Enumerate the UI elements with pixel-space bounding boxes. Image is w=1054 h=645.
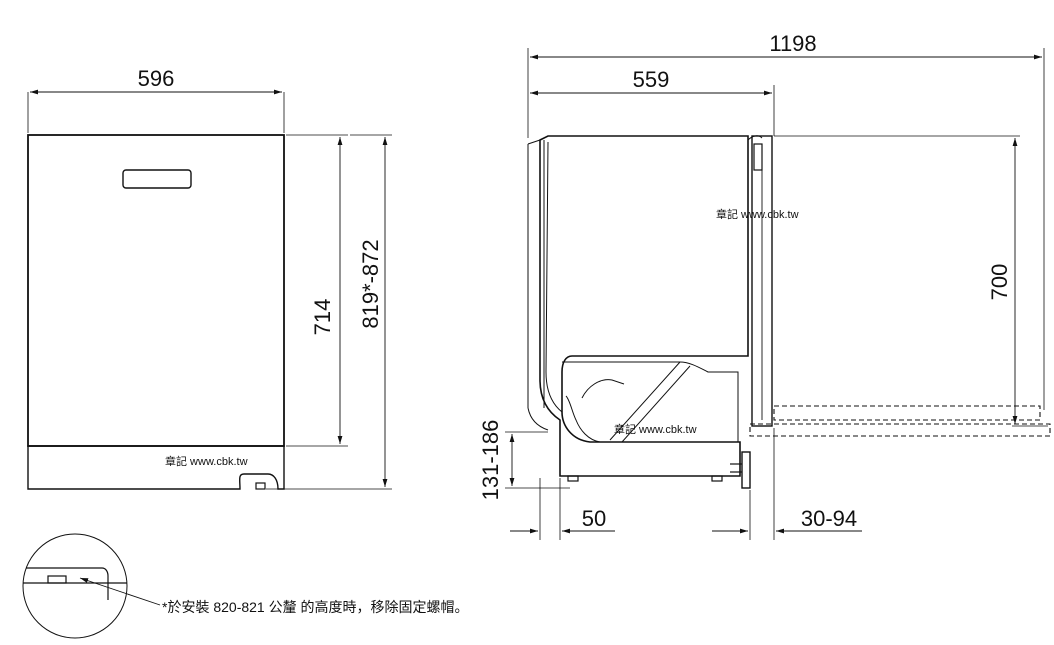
front-total-height-label: 819*-872 bbox=[358, 239, 383, 328]
side-overall-depth-label: 1198 bbox=[769, 31, 816, 56]
open-door-outline bbox=[773, 405, 1041, 421]
front-watermark: 章記 www.cbk.tw bbox=[165, 454, 248, 468]
plinth-adjuster bbox=[741, 451, 751, 489]
side-cabinet-body bbox=[539, 135, 749, 477]
side-plinth-label: 30-94 bbox=[801, 506, 857, 531]
detail-view bbox=[22, 533, 161, 639]
side-foot-front bbox=[567, 475, 579, 482]
tub-lower bbox=[562, 361, 739, 443]
side-view bbox=[505, 48, 1051, 540]
open-door-panel bbox=[749, 423, 1051, 437]
detail-leader-line bbox=[79, 577, 161, 606]
side-leg-adjust-label: 131-186 bbox=[478, 420, 503, 501]
detail-circle bbox=[22, 533, 128, 639]
side-open-door-height-label: 700 bbox=[987, 264, 1012, 301]
front-door-panel bbox=[27, 134, 285, 447]
front-foot bbox=[255, 482, 266, 490]
side-depth-label: 559 bbox=[633, 67, 670, 92]
side-foot-rear bbox=[711, 475, 723, 482]
side-watermark-bottom: 章記 www.cbk.tw bbox=[614, 422, 697, 436]
side-door-edge bbox=[751, 135, 773, 427]
front-view bbox=[27, 89, 392, 490]
door-handle bbox=[122, 169, 192, 189]
front-height-label: 714 bbox=[310, 299, 335, 336]
side-cabinet-inner bbox=[545, 141, 563, 413]
side-foot-offset-label: 50 bbox=[582, 506, 606, 531]
kick-plate bbox=[27, 445, 285, 490]
front-width-label: 596 bbox=[138, 66, 175, 91]
side-watermark-top: 章記 www.cbk.tw bbox=[716, 207, 799, 221]
detail-note: *於安裝 820-821 公釐 的高度時，移除固定螺帽。 bbox=[162, 599, 469, 615]
